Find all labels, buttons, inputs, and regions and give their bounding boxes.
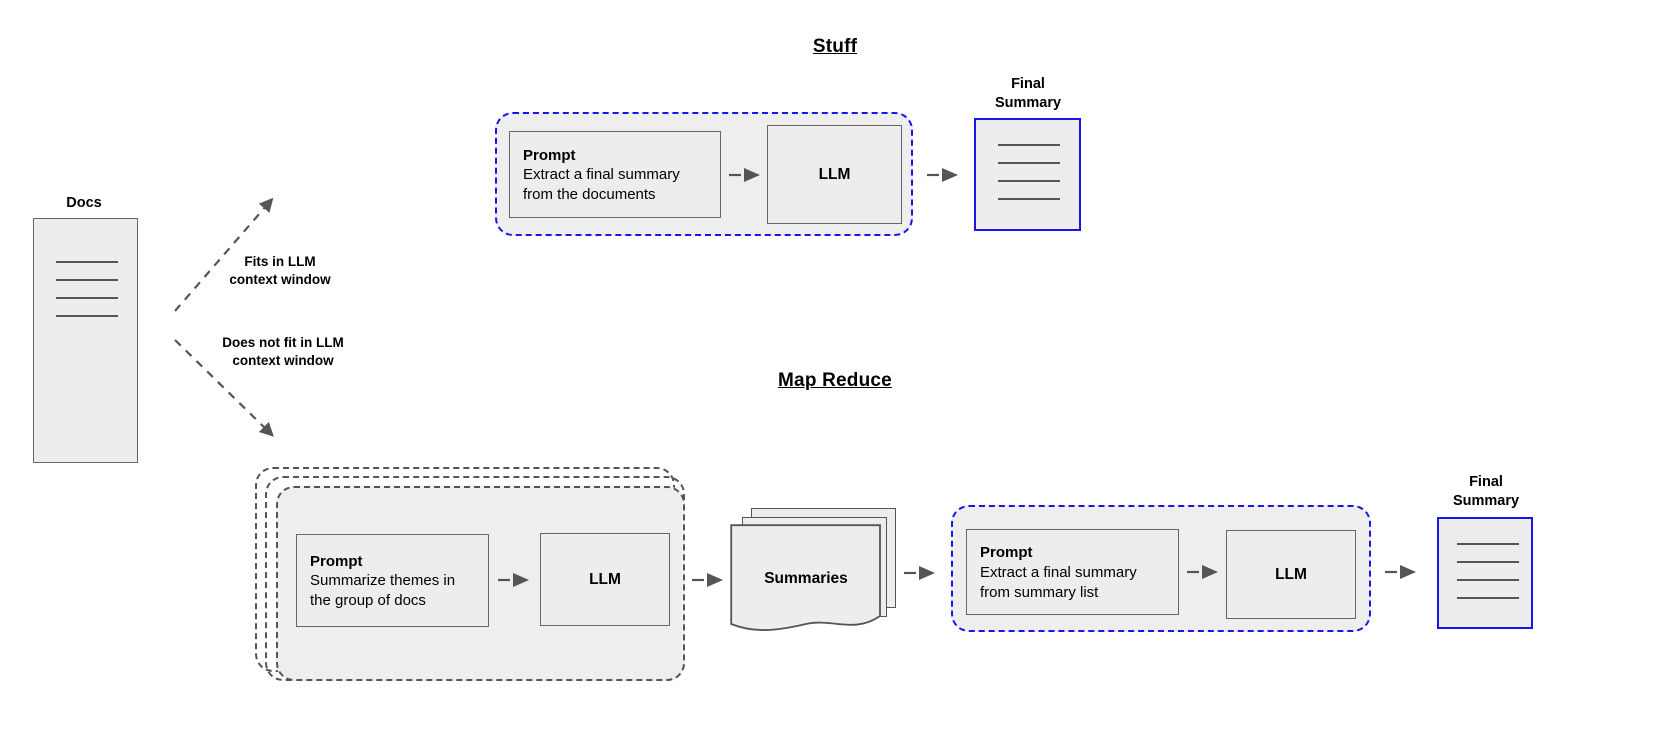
stuff-summary-line-1 bbox=[998, 144, 1060, 146]
map-llm-card: LLM bbox=[540, 533, 670, 626]
stuff-final-summary-document bbox=[974, 118, 1081, 231]
map-reduce-final-summary-document bbox=[1437, 517, 1533, 629]
map-llm-label: LLM bbox=[589, 570, 621, 588]
reduce-prompt-body: Extract a final summary from summary lis… bbox=[980, 563, 1137, 601]
section-title-stuff: Stuff bbox=[812, 36, 858, 57]
branch-label-fits: Fits in LLM context window bbox=[229, 254, 331, 288]
map-prompt-card: Prompt Summarize themes in the group of … bbox=[296, 534, 489, 627]
mr-summary-line-3 bbox=[1457, 579, 1519, 581]
docs-label: Docs bbox=[66, 195, 102, 211]
reduce-prompt-title: Prompt bbox=[980, 544, 1033, 562]
reduce-arrow-to-final-summary bbox=[1385, 565, 1416, 579]
summaries-arrow-to-reduce bbox=[904, 566, 935, 580]
mr-summary-line-2 bbox=[1457, 561, 1519, 563]
stuff-summary-line-4 bbox=[998, 198, 1060, 200]
stuff-summary-line-3 bbox=[998, 180, 1060, 182]
map-prompt-title: Prompt bbox=[310, 552, 363, 570]
map-arrow-to-summaries bbox=[692, 573, 723, 587]
stuff-arrow-to-final-summary bbox=[927, 168, 958, 182]
stuff-prompt-card: Prompt Extract a final summary from the … bbox=[509, 131, 721, 218]
branch-arrows bbox=[174, 197, 274, 437]
docs-line-1 bbox=[56, 261, 118, 263]
summaries-document bbox=[730, 524, 881, 631]
reduce-prompt-card: Prompt Extract a final summary from summ… bbox=[966, 529, 1179, 615]
branch-label-does-not-fit: Does not fit in LLM context window bbox=[222, 335, 344, 369]
stuff-final-summary-label: Final Summary bbox=[994, 76, 1062, 111]
docs-line-2 bbox=[56, 279, 118, 281]
docs-line-3 bbox=[56, 297, 118, 299]
mr-summary-line-1 bbox=[1457, 543, 1519, 545]
reduce-llm-label: LLM bbox=[1275, 565, 1307, 583]
map-prompt-body: Summarize themes in the group of docs bbox=[310, 572, 456, 610]
reduce-llm-card: LLM bbox=[1226, 530, 1356, 619]
stuff-summary-line-2 bbox=[998, 162, 1060, 164]
docs-document bbox=[33, 218, 138, 463]
stuff-prompt-body: Extract a final summary from the documen… bbox=[523, 166, 680, 204]
stuff-prompt-title: Prompt bbox=[523, 146, 576, 164]
map-reduce-final-summary-label: Final Summary bbox=[1452, 474, 1520, 509]
section-title-map-reduce: Map Reduce bbox=[778, 370, 892, 391]
docs-line-4 bbox=[56, 315, 118, 317]
mr-summary-line-4 bbox=[1457, 597, 1519, 599]
stuff-llm-label: LLM bbox=[818, 165, 851, 183]
stuff-llm-card: LLM bbox=[767, 125, 902, 224]
summaries-label: Summaries bbox=[764, 570, 848, 587]
